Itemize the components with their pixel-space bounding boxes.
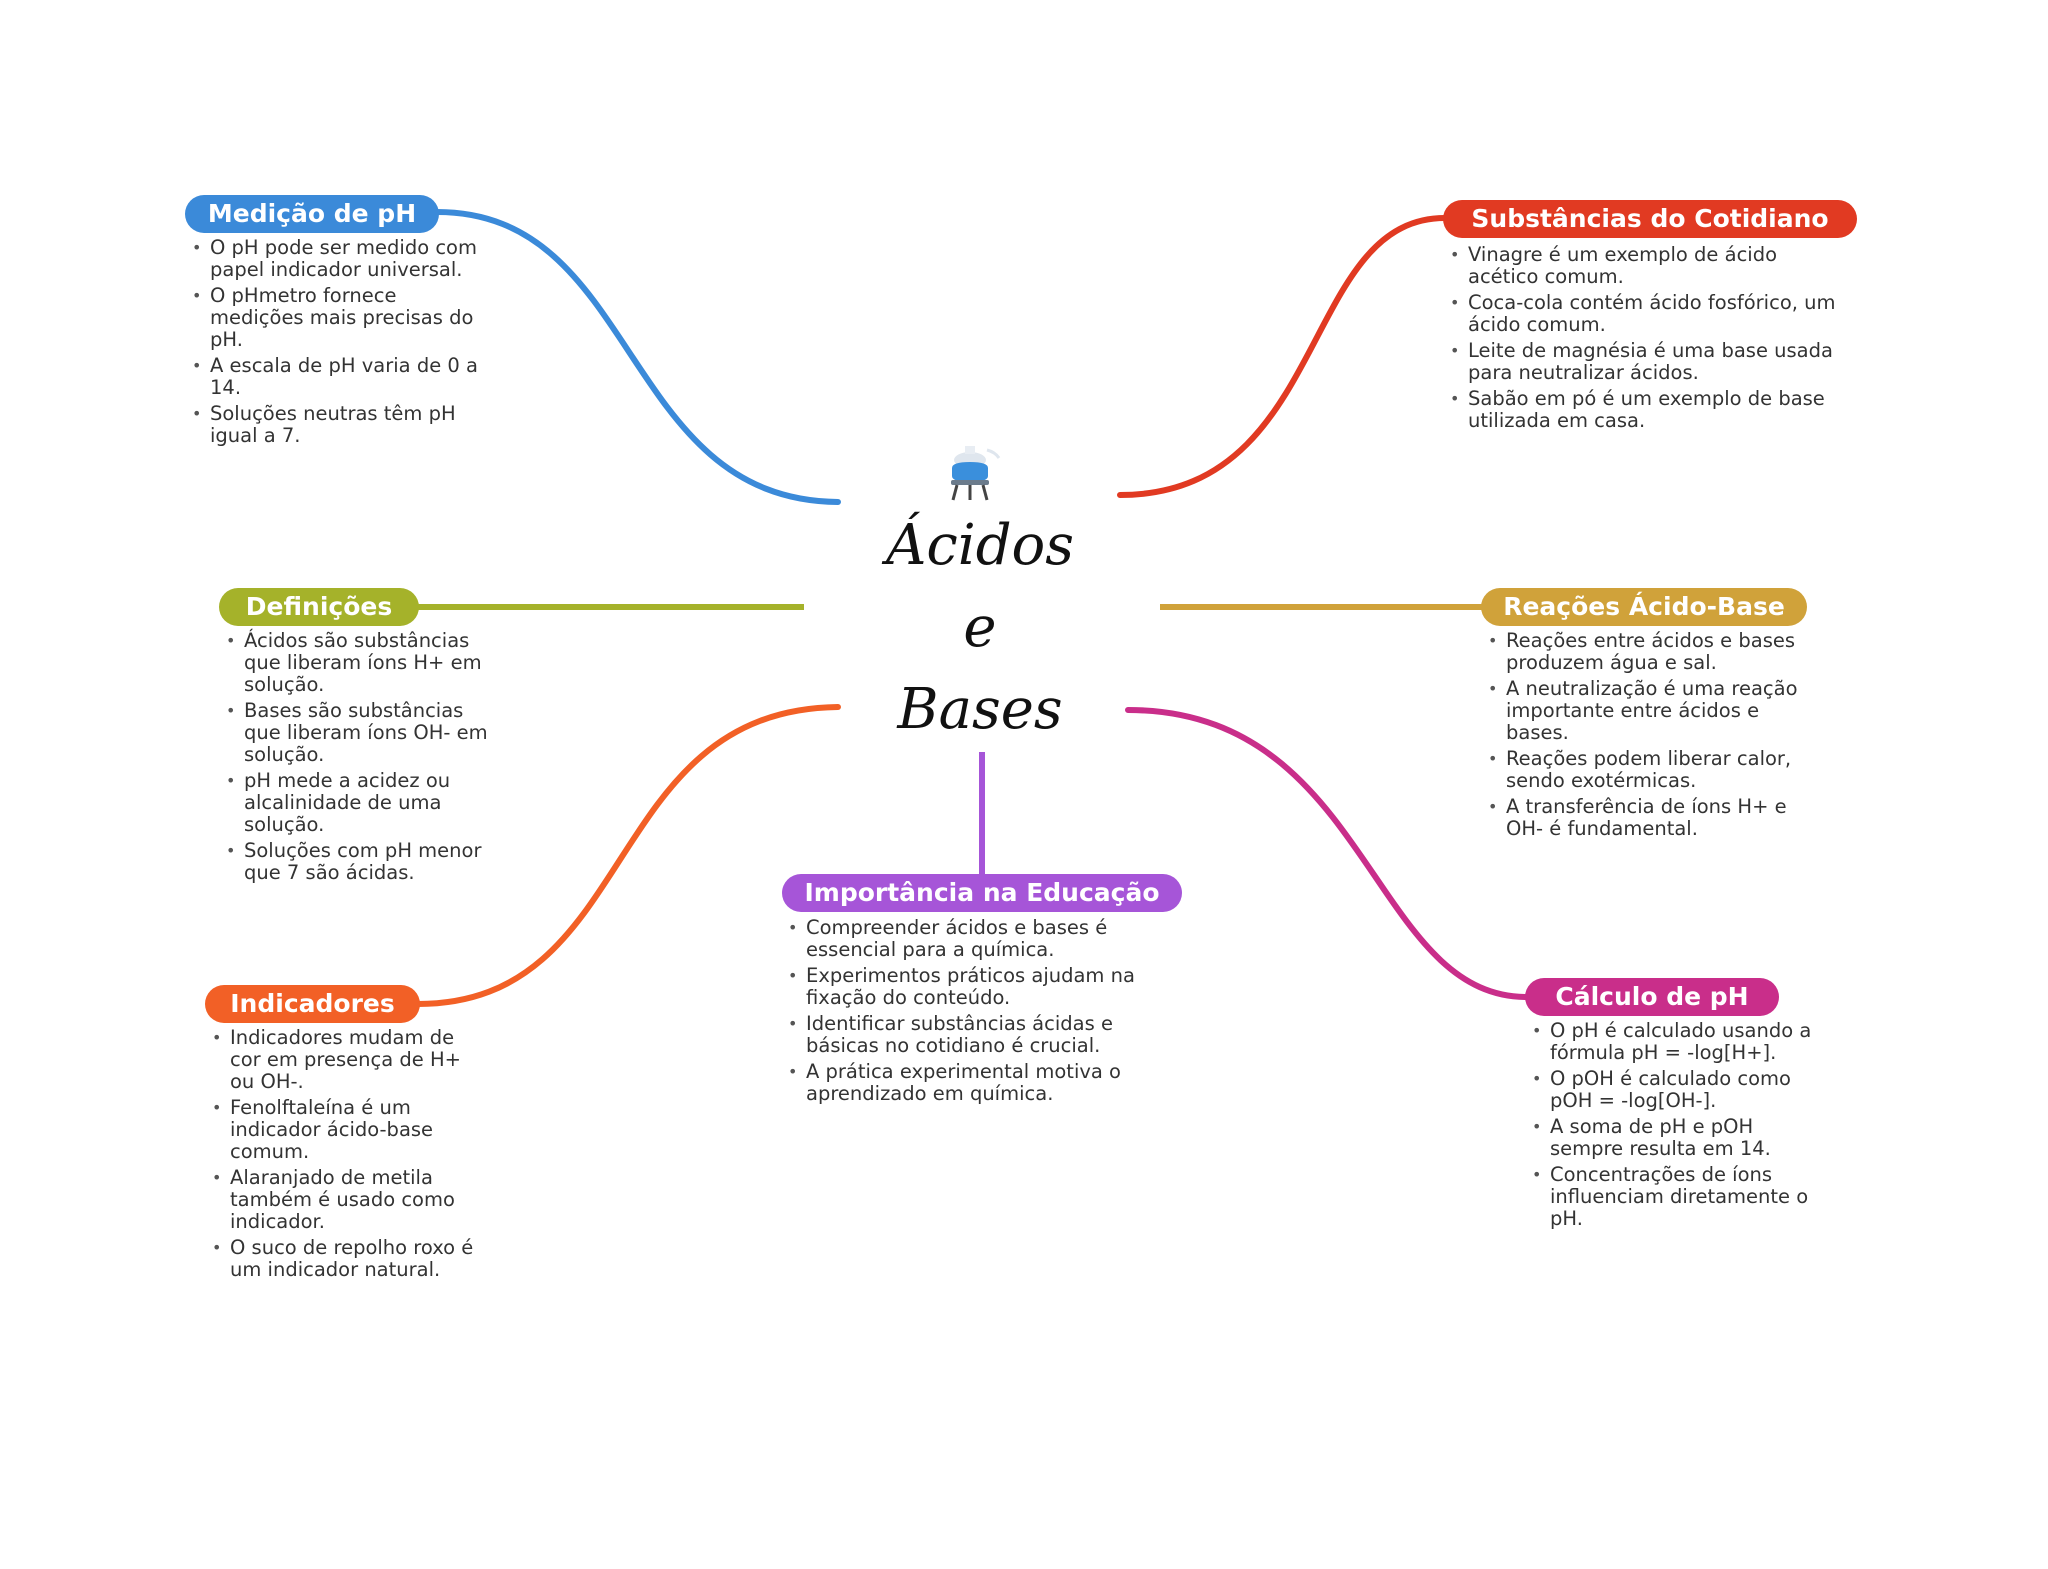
connector-indicadores xyxy=(415,704,841,1007)
branch-list-calculo: O pH é calculado usando a fórmula pH = -… xyxy=(1530,1020,1830,1234)
list-item: Compreender ácidos e bases é essencial p… xyxy=(786,917,1156,961)
branch-list-educacao: Compreender ácidos e bases é essencial p… xyxy=(786,917,1156,1109)
list-item: O pH pode ser medido com papel indicador… xyxy=(190,237,495,281)
list-item: Ácidos são substâncias que liberam íons … xyxy=(224,630,499,696)
list-item: Alaranjado de metila também é usado como… xyxy=(210,1167,485,1233)
list-item: Soluções neutras têm pH igual a 7. xyxy=(190,403,495,447)
list-item: Fenolftaleína é um indicador ácido-base … xyxy=(210,1097,485,1163)
connector-medicao xyxy=(434,209,841,505)
list-item: O pH é calculado usando a fórmula pH = -… xyxy=(1530,1020,1830,1064)
list-item: O pHmetro fornece medições mais precisas… xyxy=(190,285,495,351)
list-item: Vinagre é um exemplo de ácido acético co… xyxy=(1448,244,1853,288)
branch-title-reacoes: Reações Ácido-Base xyxy=(1481,588,1807,626)
list-item: Reações podem liberar calor, sendo exoté… xyxy=(1486,748,1826,792)
list-item: A prática experimental motiva o aprendiz… xyxy=(786,1061,1156,1105)
list-item: Coca-cola contém ácido fosfórico, um áci… xyxy=(1448,292,1853,336)
central-line-2: e xyxy=(963,595,997,660)
list-item: A soma de pH e pOH sempre resulta em 14. xyxy=(1530,1116,1830,1160)
list-item: Identificar substâncias ácidas e básicas… xyxy=(786,1013,1156,1057)
central-topic: Ácidos e Bases xyxy=(880,505,1080,751)
list-item: Concentrações de íons influenciam direta… xyxy=(1530,1164,1830,1230)
list-item: Leite de magnésia é uma base usada para … xyxy=(1448,340,1853,384)
list-item: Bases são substâncias que liberam íons O… xyxy=(224,700,499,766)
branch-title-cotidiano: Substâncias do Cotidiano xyxy=(1443,200,1857,238)
list-item: pH mede a acidez ou alcalinidade de uma … xyxy=(224,770,499,836)
central-line-1: Ácidos xyxy=(885,513,1074,578)
branch-list-definicoes: Ácidos são substâncias que liberam íons … xyxy=(224,630,499,888)
list-item: Sabão em pó é um exemplo de base utiliza… xyxy=(1448,388,1853,432)
list-item: O suco de repolho roxo é um indicador na… xyxy=(210,1237,485,1281)
branch-title-calculo: Cálculo de pH xyxy=(1525,978,1779,1016)
central-line-3: Bases xyxy=(897,677,1063,742)
branch-title-medicao: Medição de pH xyxy=(185,195,439,233)
branch-list-cotidiano: Vinagre é um exemplo de ácido acético co… xyxy=(1448,244,1853,436)
list-item: Reações entre ácidos e bases produzem ág… xyxy=(1486,630,1826,674)
list-item: Indicadores mudam de cor em presença de … xyxy=(210,1027,485,1093)
flask-icon xyxy=(951,446,1001,501)
branch-title-educacao: Importância na Educação xyxy=(782,874,1182,912)
branch-list-medicao: O pH pode ser medido com papel indicador… xyxy=(190,237,495,451)
list-item: A neutralização é uma reação importante … xyxy=(1486,678,1826,744)
list-item: A transferência de íons H+ e OH- é funda… xyxy=(1486,796,1826,840)
list-item: O pOH é calculado como pOH = -log[OH-]. xyxy=(1530,1068,1830,1112)
list-item: Soluções com pH menor que 7 são ácidas. xyxy=(224,840,499,884)
branch-list-indicadores: Indicadores mudam de cor em presença de … xyxy=(210,1027,485,1285)
connector-cotidiano xyxy=(1117,215,1448,498)
list-item: Experimentos práticos ajudam na fixação … xyxy=(786,965,1156,1009)
branch-list-reacoes: Reações entre ácidos e bases produzem ág… xyxy=(1486,630,1826,844)
connector-calculo xyxy=(1125,707,1530,1000)
branch-title-indicadores: Indicadores xyxy=(205,985,420,1023)
branch-title-definicoes: Definições xyxy=(219,588,419,626)
list-item: A escala de pH varia de 0 a 14. xyxy=(190,355,495,399)
